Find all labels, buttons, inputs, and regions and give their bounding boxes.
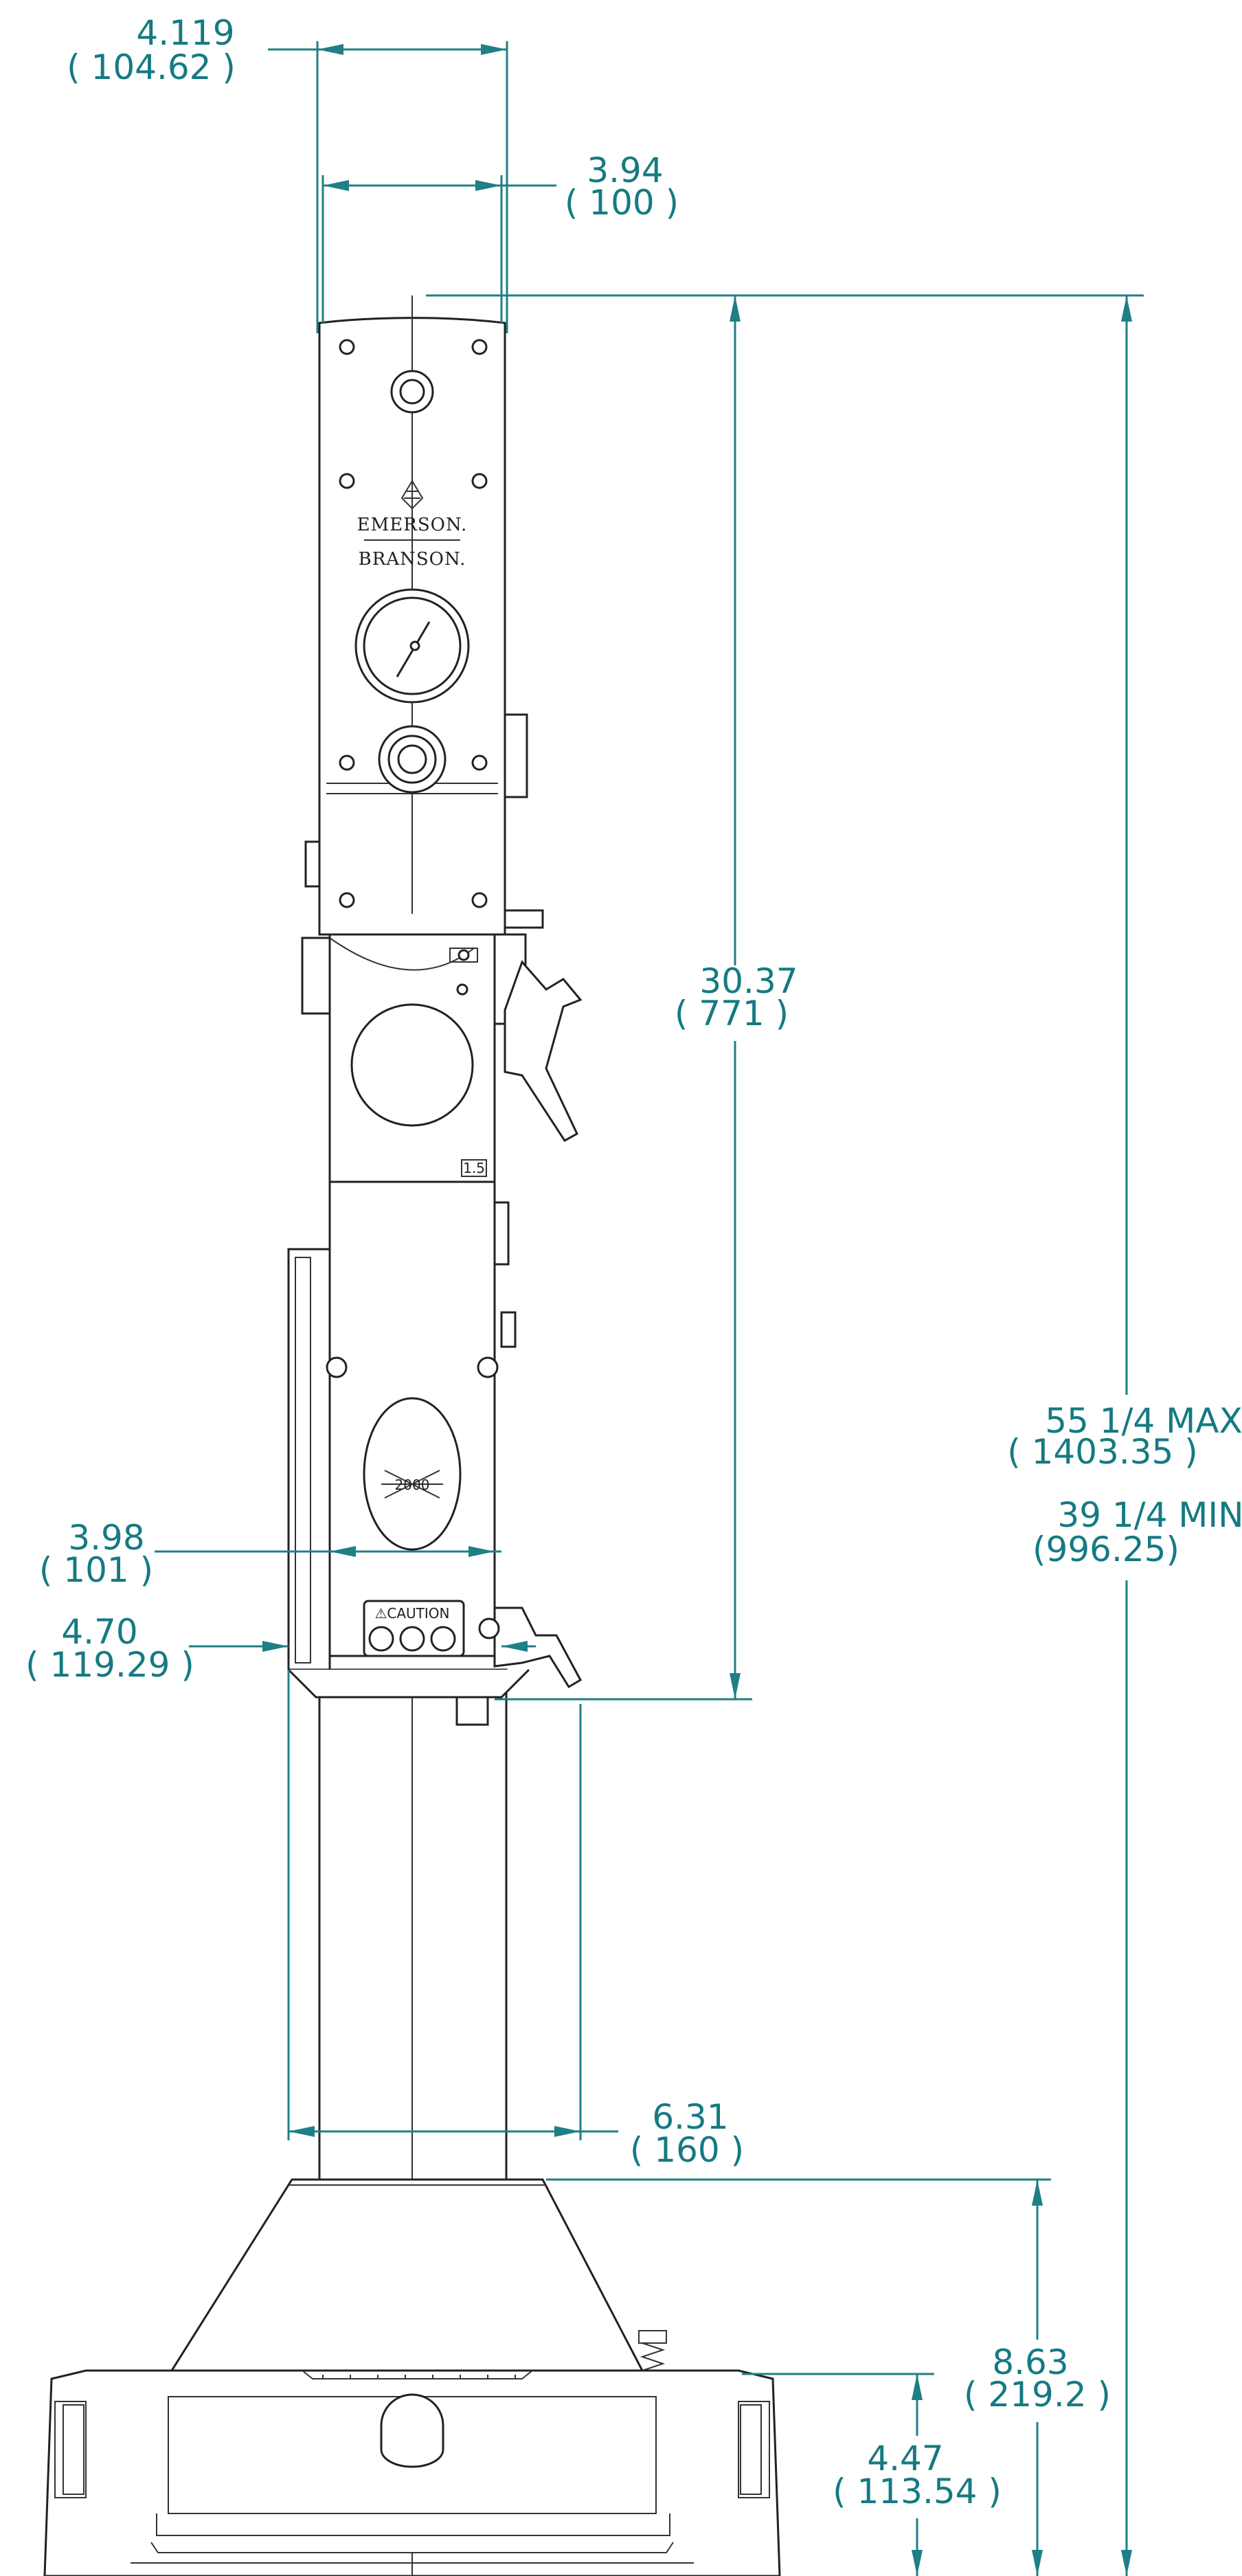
caution-panel: ⚠CAUTION <box>363 1600 465 1657</box>
dimension-annotations: 4.119 ( 104.62 ) 3.94 ( 100 ) 30.37 ( 77… <box>25 13 1242 2576</box>
side-tag <box>461 1159 487 1177</box>
dim-column-width: 6.31 ( 160 ) <box>287 1670 744 2170</box>
svg-text:⚠CAUTION: ⚠CAUTION <box>374 1605 449 1622</box>
emerson-logo-icon <box>400 480 424 510</box>
svg-text:( 104.62 ): ( 104.62 ) <box>67 47 236 87</box>
svg-text:( 119.29 ): ( 119.29 ) <box>25 1645 194 1685</box>
svg-text:( 1403.35 ): ( 1403.35 ) <box>1007 1432 1198 1472</box>
svg-text:2000: 2000 <box>395 1477 430 1493</box>
dim-overall-height: 55 1/4 MAX ( 1403.35 ) 39 1/4 MIN (996.2… <box>1007 295 1242 2576</box>
svg-text:39 1/4 MIN: 39 1/4 MIN <box>1057 1495 1242 1535</box>
dim-lower-width: 3.98 ( 101 ) <box>39 1518 501 1590</box>
brand-branson: BRANSON. <box>359 549 466 570</box>
svg-text:( 101 ): ( 101 ) <box>39 1550 153 1590</box>
svg-text:( 771 ): ( 771 ) <box>675 994 789 1033</box>
model-badge-icon: 2000 <box>363 1397 462 1551</box>
dim-base-height: 8.63 ( 219.2 ) <box>546 2178 1111 2576</box>
svg-text:6.31: 6.31 <box>652 2097 728 2137</box>
brand-emerson: EMERSON. <box>357 515 468 535</box>
svg-text:(996.25): (996.25) <box>1032 1530 1179 1569</box>
svg-text:( 113.54 ): ( 113.54 ) <box>833 2472 1002 2511</box>
welder-stand-outline: EMERSON. BRANSON. <box>43 295 781 2576</box>
svg-text:( 219.2 ): ( 219.2 ) <box>964 2375 1111 2415</box>
svg-text:3.94: 3.94 <box>587 150 663 190</box>
clamp-handle-icon <box>504 960 583 1142</box>
dim-top-inner: 3.94 ( 100 ) <box>321 150 679 323</box>
base-cone <box>170 2178 644 2372</box>
svg-text:30.37: 30.37 <box>699 961 798 1001</box>
svg-text:55 1/4 MAX: 55 1/4 MAX <box>1045 1401 1242 1441</box>
dim-bottom-width: 4.70 ( 119.29 ) <box>25 1612 536 1685</box>
svg-text:( 100 ): ( 100 ) <box>565 183 679 223</box>
mounting-holes-upper <box>339 339 488 908</box>
dim-top-overall: 4.119 ( 104.62 ) <box>67 13 508 333</box>
dim-actuator-height: 30.37 ( 771 ) <box>495 295 798 1701</box>
svg-text:3.98: 3.98 <box>68 1518 144 1558</box>
base-plate <box>43 2369 781 2576</box>
svg-text:4.119: 4.119 <box>136 13 234 53</box>
base-knob <box>380 2393 444 2468</box>
actuator-bottom-lip <box>287 1668 530 1699</box>
svg-text:8.63: 8.63 <box>992 2342 1068 2382</box>
svg-text:4.70: 4.70 <box>61 1612 137 1652</box>
view-window <box>350 1003 474 1127</box>
dim-base-lower-height: 4.47 ( 113.54 ) <box>742 2373 1002 2576</box>
svg-text:1.5: 1.5 <box>463 1160 485 1176</box>
pressure-gauge-icon <box>354 588 470 704</box>
lower-clamp-icon <box>493 1606 583 1689</box>
svg-text:( 160 ): ( 160 ) <box>630 2130 744 2170</box>
pressure-knob-icon <box>378 725 447 794</box>
svg-text:4.47: 4.47 <box>867 2439 943 2478</box>
